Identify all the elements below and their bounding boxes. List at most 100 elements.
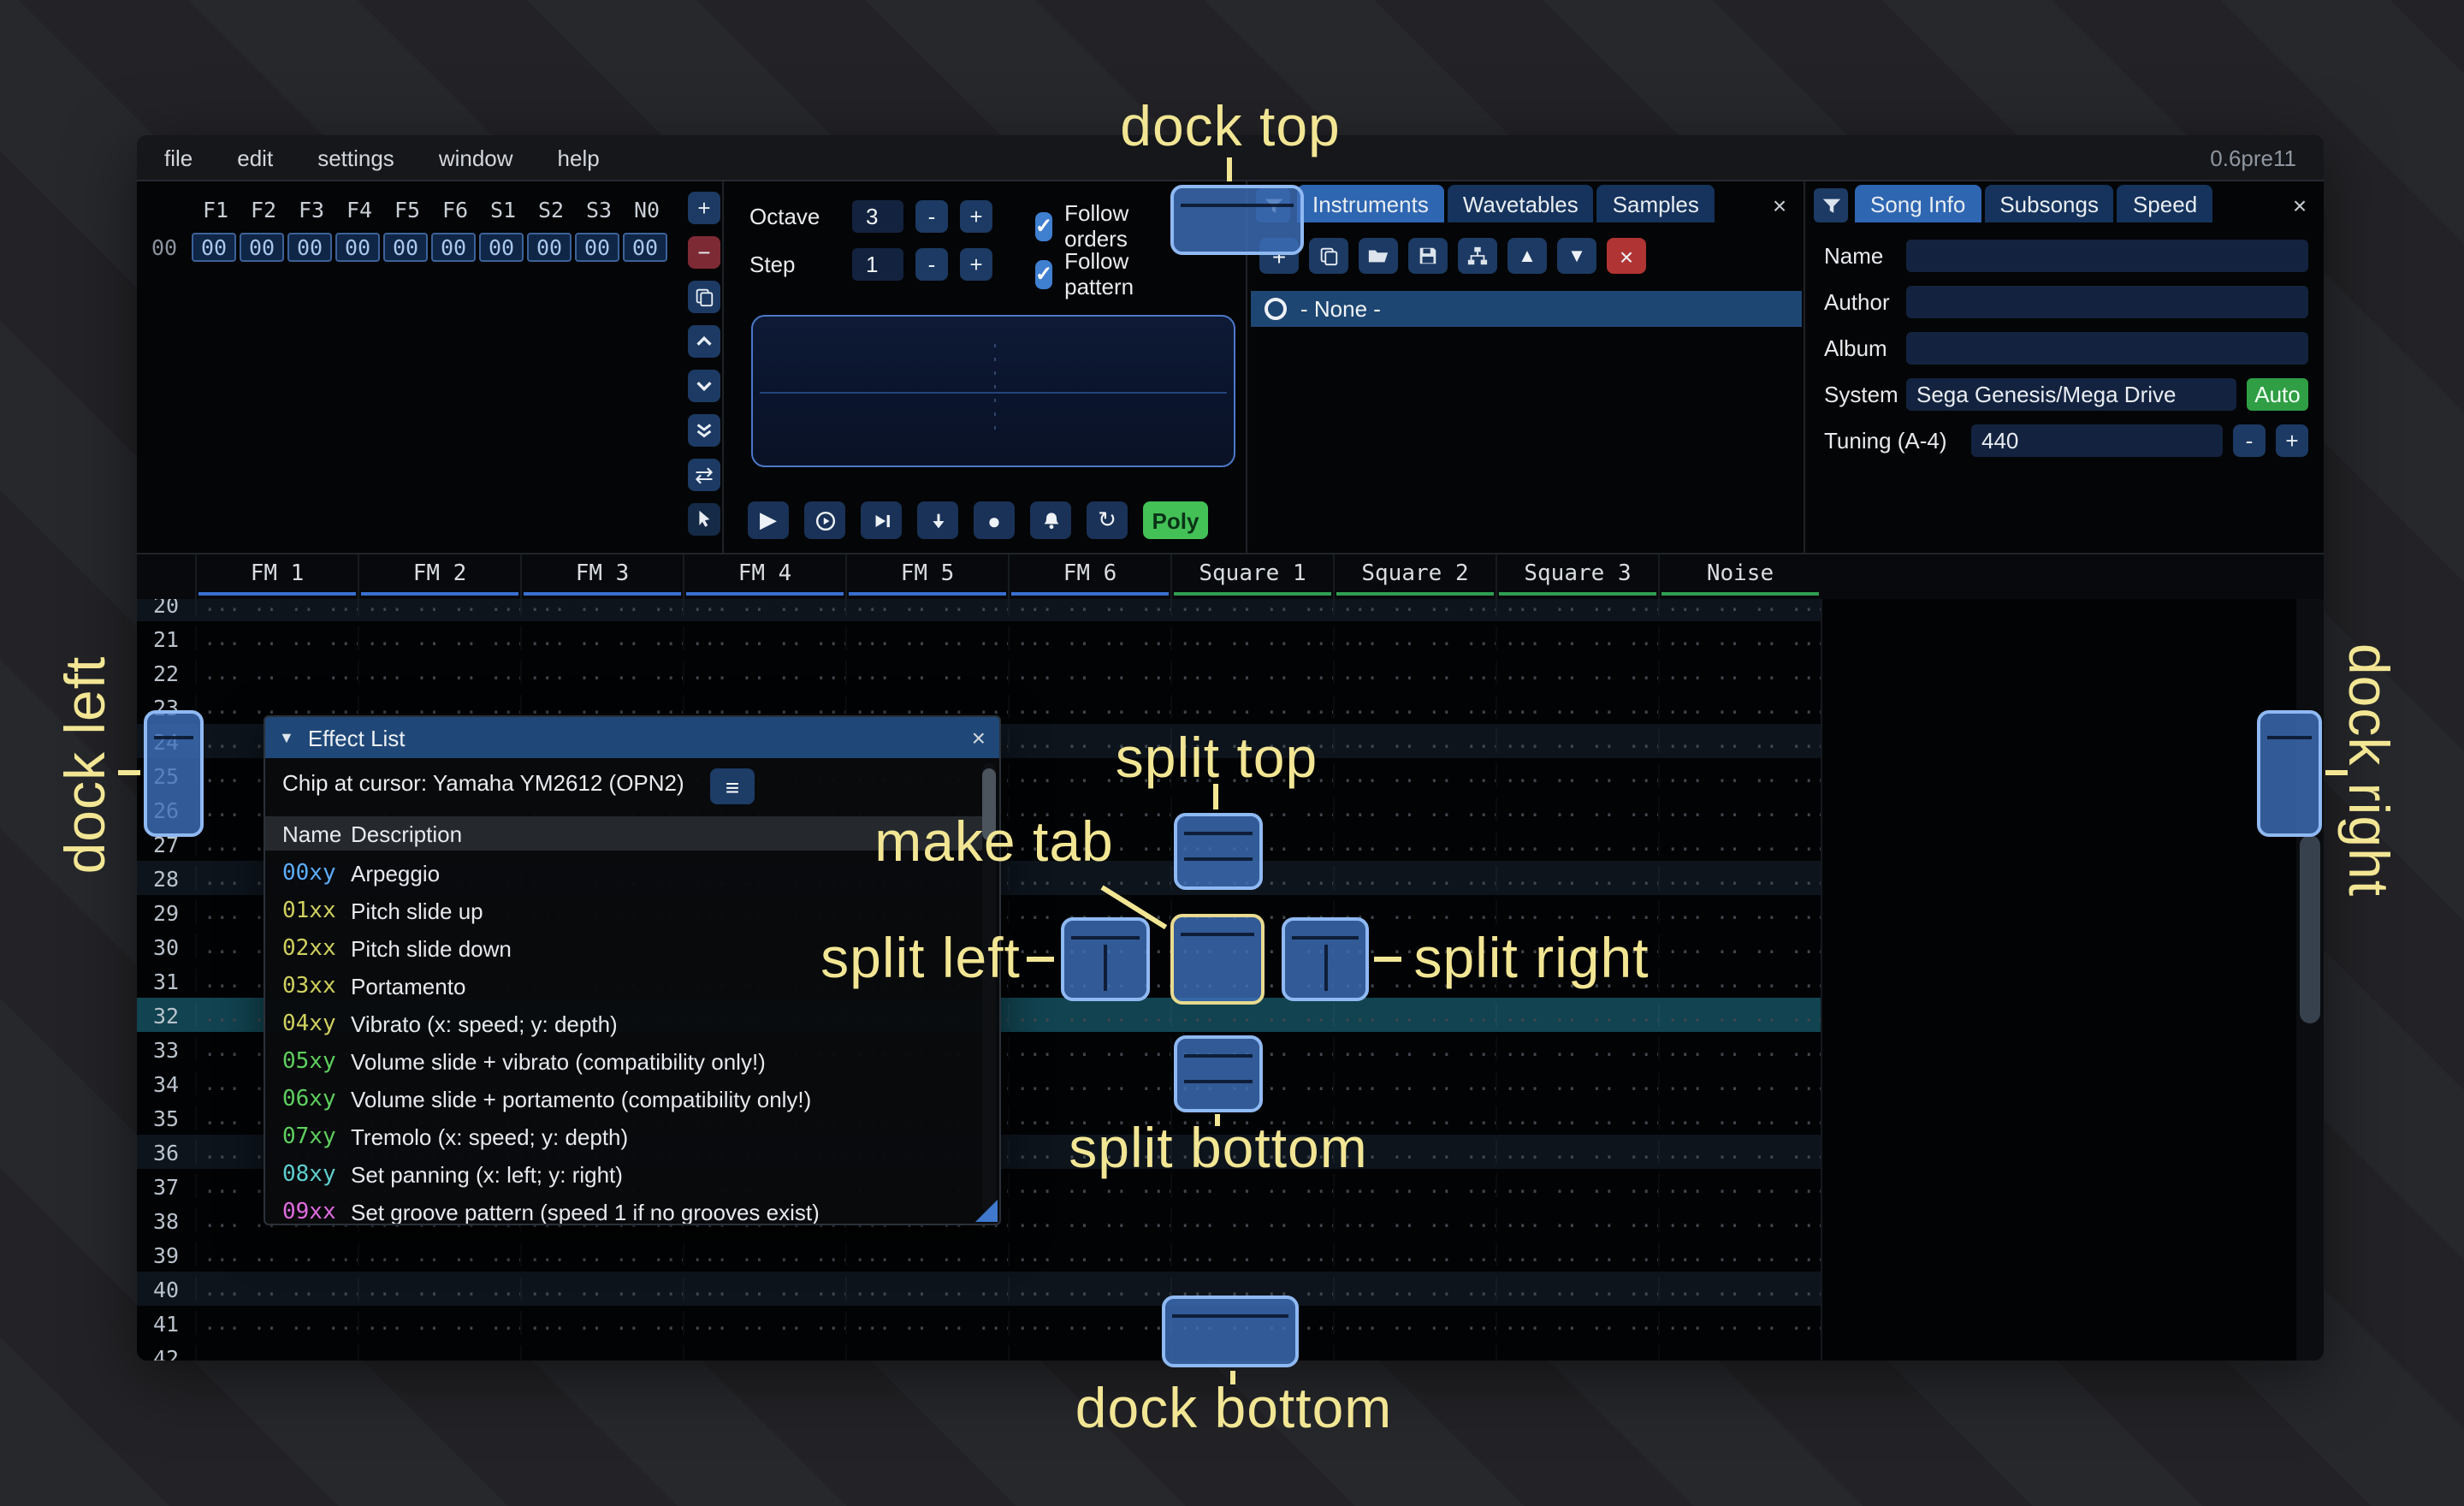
pattern-cell[interactable]: ... .. .. ... [195,1345,358,1361]
pattern-cell[interactable]: ... .. .. ... [1658,866,1821,890]
pattern-cell[interactable]: ... .. .. ... [195,695,358,719]
pattern-cell[interactable]: ... .. .. ... [358,1242,520,1266]
pattern-cell[interactable]: ... .. .. ... [1658,1311,1821,1335]
pattern-cell[interactable]: ... .. .. ... [1496,832,1658,856]
pattern-cell[interactable]: ... .. .. ... [1008,695,1170,719]
pattern-cell[interactable]: ... .. .. ... [1008,1106,1170,1130]
pattern-cell[interactable]: ... .. .. ... [1170,1174,1333,1198]
close-icon[interactable]: × [2292,192,2307,219]
pattern-cell[interactable]: ... .. .. ... [1008,1345,1170,1361]
pattern-cell[interactable]: ... .. .. ... [845,1242,1008,1266]
repeat-pattern-button[interactable]: ↻ [1087,501,1128,539]
pattern-cell[interactable]: ... .. .. ... [1008,1037,1170,1061]
pattern-cell[interactable]: ... .. .. ... [195,1277,358,1301]
pattern-cell[interactable]: ... .. .. ... [1658,599,1821,616]
pattern-cell[interactable]: ... .. .. ... [1496,866,1658,890]
pattern-cell[interactable]: ... .. .. ... [1333,900,1496,924]
order-move-down-button[interactable] [688,370,720,402]
pattern-cell[interactable]: ... .. .. ... [358,1311,520,1335]
pattern-cell[interactable]: ... .. .. ... [1333,763,1496,787]
pattern-cell[interactable]: ... .. .. ... [1658,1071,1821,1095]
pattern-cell[interactable]: ... .. .. ... [195,626,358,650]
pattern-cell[interactable]: ... .. .. ... [1008,1174,1170,1198]
pattern-cell[interactable]: ... .. .. ... [1658,1242,1821,1266]
pattern-cell[interactable]: ... .. .. ... [683,626,845,650]
pattern-cell[interactable]: ... .. .. ... [845,599,1008,616]
pattern-cell[interactable]: ... .. .. ... [1658,1277,1821,1301]
pattern-cell[interactable]: ... .. .. ... [1333,866,1496,890]
auto-button[interactable]: Auto [2247,378,2308,411]
pattern-cell[interactable]: ... .. .. ... [1658,763,1821,787]
pattern-cell[interactable]: ... .. .. ... [1008,1003,1170,1027]
instrument-save-button[interactable] [1408,238,1448,274]
scrollbar-thumb[interactable] [2300,835,2320,1023]
pattern-cell[interactable]: ... .. .. ... [520,1277,683,1301]
pattern-cell[interactable]: ... .. .. ... [1008,1071,1170,1095]
pattern-cell[interactable]: ... .. .. ... [1008,1140,1170,1164]
system-select[interactable]: Sega Genesis/Mega Drive [1906,378,2236,411]
pattern-cell[interactable]: ... .. .. ... [1496,900,1658,924]
pattern-cell[interactable]: ... .. .. ... [1170,1140,1333,1164]
dock-target-left[interactable] [144,710,204,837]
pattern-cell[interactable]: ... .. .. ... [1333,661,1496,685]
pattern-cell[interactable]: ... .. .. ... [683,695,845,719]
split-target-bottom[interactable] [1174,1035,1263,1112]
play-one-row-button[interactable] [861,501,902,539]
pattern-cell[interactable]: ... .. .. ... [845,1277,1008,1301]
pattern-cell[interactable]: ... .. .. ... [520,1311,683,1335]
channel-header-noise[interactable]: Noise [1658,554,1821,599]
pattern-cell[interactable]: ... .. .. ... [520,1345,683,1361]
pattern-cell[interactable]: ... .. .. ... [1333,1003,1496,1027]
pattern-row-22[interactable]: 22... .. .. ...... .. .. ...... .. .. ..… [137,655,1821,690]
pattern-cell[interactable]: ... .. .. ... [1170,626,1333,650]
pattern-cell[interactable]: ... .. .. ... [1170,599,1333,616]
pattern-cell[interactable]: ... .. .. ... [520,1242,683,1266]
pattern-cell[interactable]: ... .. .. ... [683,599,845,616]
pattern-cell[interactable]: ... .. .. ... [1333,695,1496,719]
pattern-cell[interactable]: ... .. .. ... [1333,626,1496,650]
step-down-button[interactable] [917,501,958,539]
tab-samples[interactable]: Samples [1596,185,1715,222]
pattern-cell[interactable]: ... .. .. ... [1496,1174,1658,1198]
pattern-cell[interactable]: ... .. .. ... [520,626,683,650]
pattern-cell[interactable]: ... .. .. ... [358,1345,520,1361]
order-value-cell[interactable]: 00 [479,233,524,262]
pattern-cell[interactable]: ... .. .. ... [1496,729,1658,753]
pattern-cell[interactable]: ... .. .. ... [1496,797,1658,821]
pattern-cell[interactable]: ... .. .. ... [358,695,520,719]
instrument-folder-view-button[interactable] [1458,238,1497,274]
pattern-cell[interactable]: ... .. .. ... [1333,797,1496,821]
pattern-cell[interactable]: ... .. .. ... [1008,1208,1170,1232]
channel-header-fm-3[interactable]: FM 3 [520,554,683,599]
order-duplicate-button[interactable] [688,281,720,313]
pattern-cell[interactable]: ... .. .. ... [683,1277,845,1301]
pattern-cell[interactable]: ... .. .. ... [1333,1242,1496,1266]
menu-settings[interactable]: settings [317,145,394,170]
pattern-cell[interactable]: ... .. .. ... [845,1311,1008,1335]
channel-header-square-3[interactable]: Square 3 [1496,554,1658,599]
pattern-cell[interactable]: ... .. .. ... [683,661,845,685]
effect-list-window[interactable]: ▼ Effect List × Chip at cursor: Yamaha Y… [264,715,1001,1225]
follow-orders-checkbox[interactable]: ✓ [1035,211,1053,240]
metronome-button[interactable] [1030,501,1071,539]
pattern-cell[interactable]: ... .. .. ... [1496,599,1658,616]
tab-wavetables[interactable]: Wavetables [1447,185,1594,222]
tab-speed[interactable]: Speed [2117,185,2213,222]
menu-file[interactable]: file [164,145,193,170]
pattern-cell[interactable]: ... .. .. ... [1496,1277,1658,1301]
pattern-cell[interactable]: ... .. .. ... [1496,1071,1658,1095]
effect-list-menu-button[interactable]: ≡ [710,768,755,804]
channel-header-fm-4[interactable]: FM 4 [683,554,845,599]
follow-pattern-label[interactable]: Follow pattern [1064,248,1134,299]
tuning-increase-button[interactable]: + [2276,424,2308,457]
order-value-cell[interactable]: 00 [527,233,572,262]
poly-toggle-button[interactable]: Poly [1143,501,1208,539]
pattern-cell[interactable]: ... .. .. ... [683,1242,845,1266]
pattern-cell[interactable]: ... .. .. ... [358,661,520,685]
tuning-input[interactable]: 440 [1971,424,2223,457]
